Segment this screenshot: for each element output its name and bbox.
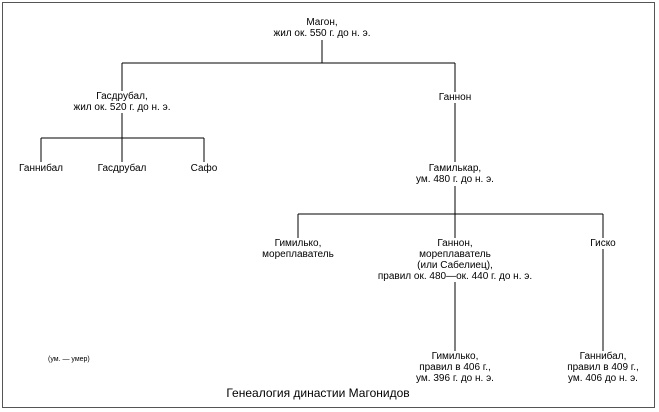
node-himilco-navigator: Гимилько,мореплаватель (260, 238, 336, 260)
node-text-line: Гамилькар, (428, 163, 482, 174)
node-text-line: Гимилько, (274, 238, 322, 249)
node-text-line: Ганнибал, (579, 351, 627, 362)
node-text-line: ум. 396 г. до н. э. (416, 373, 494, 384)
node-sapho: Сафо (188, 163, 220, 174)
node-magon: Магон,жил ок. 550 г. до н. э. (271, 17, 373, 39)
node-text-line: Гиско (590, 238, 616, 249)
node-text-line: Гасдрубал (97, 163, 147, 174)
node-text-line: мореплаватель (419, 249, 491, 260)
diagram-caption: Генеалогия династии Магонидов (226, 386, 410, 400)
node-hanno: Ганнон (436, 92, 474, 103)
node-text-line: Ганнон (438, 92, 472, 103)
node-text-line: Ганнон, (437, 238, 473, 249)
diagram-frame (2, 2, 655, 408)
node-text-line: жил ок. 520 г. до н. э. (73, 102, 171, 113)
node-text-line: правил в 406 г., (419, 362, 491, 373)
node-gisco: Гиско (588, 238, 618, 249)
abbreviation-note: (ум. — умер) (48, 356, 90, 363)
node-hasdrubal-son: Гасдрубал (95, 163, 149, 174)
node-text-line: правил в 409 г., (567, 362, 639, 373)
node-text-line: Гимилько, (431, 351, 479, 362)
node-himilco: Гимилько,правил в 406 г.,ум. 396 г. до н… (414, 351, 496, 384)
node-text-line: мореплаватель (262, 249, 334, 260)
node-hannibal-2: Ганнибал,правил в 409 г.,ум. 406 до н. э… (565, 351, 641, 384)
node-hamilcar: Гамилькар,ум. 480 г. до н. э. (414, 163, 496, 185)
node-hanno-navigator: Ганнон,мореплаватель(или Сабелиец),прави… (375, 238, 535, 282)
node-text-line: жил ок. 550 г. до н. э. (273, 28, 371, 39)
node-hannibal: Ганнибал (17, 163, 65, 174)
node-text-line: ум. 480 г. до н. э. (416, 174, 494, 185)
node-text-line: Сафо (190, 163, 218, 174)
node-text-line: ум. 406 до н. э. (568, 373, 638, 384)
node-text-line: Магон, (306, 17, 338, 28)
node-text-line: правил ок. 480—ок. 440 г. до н. э. (377, 271, 533, 282)
node-text-line: Ганнибал (19, 163, 63, 174)
node-text-line: (или Сабелиец), (417, 260, 493, 271)
node-text-line: Гасдрубал, (96, 91, 148, 102)
node-hasdrubal: Гасдрубал,жил ок. 520 г. до н. э. (71, 91, 173, 113)
